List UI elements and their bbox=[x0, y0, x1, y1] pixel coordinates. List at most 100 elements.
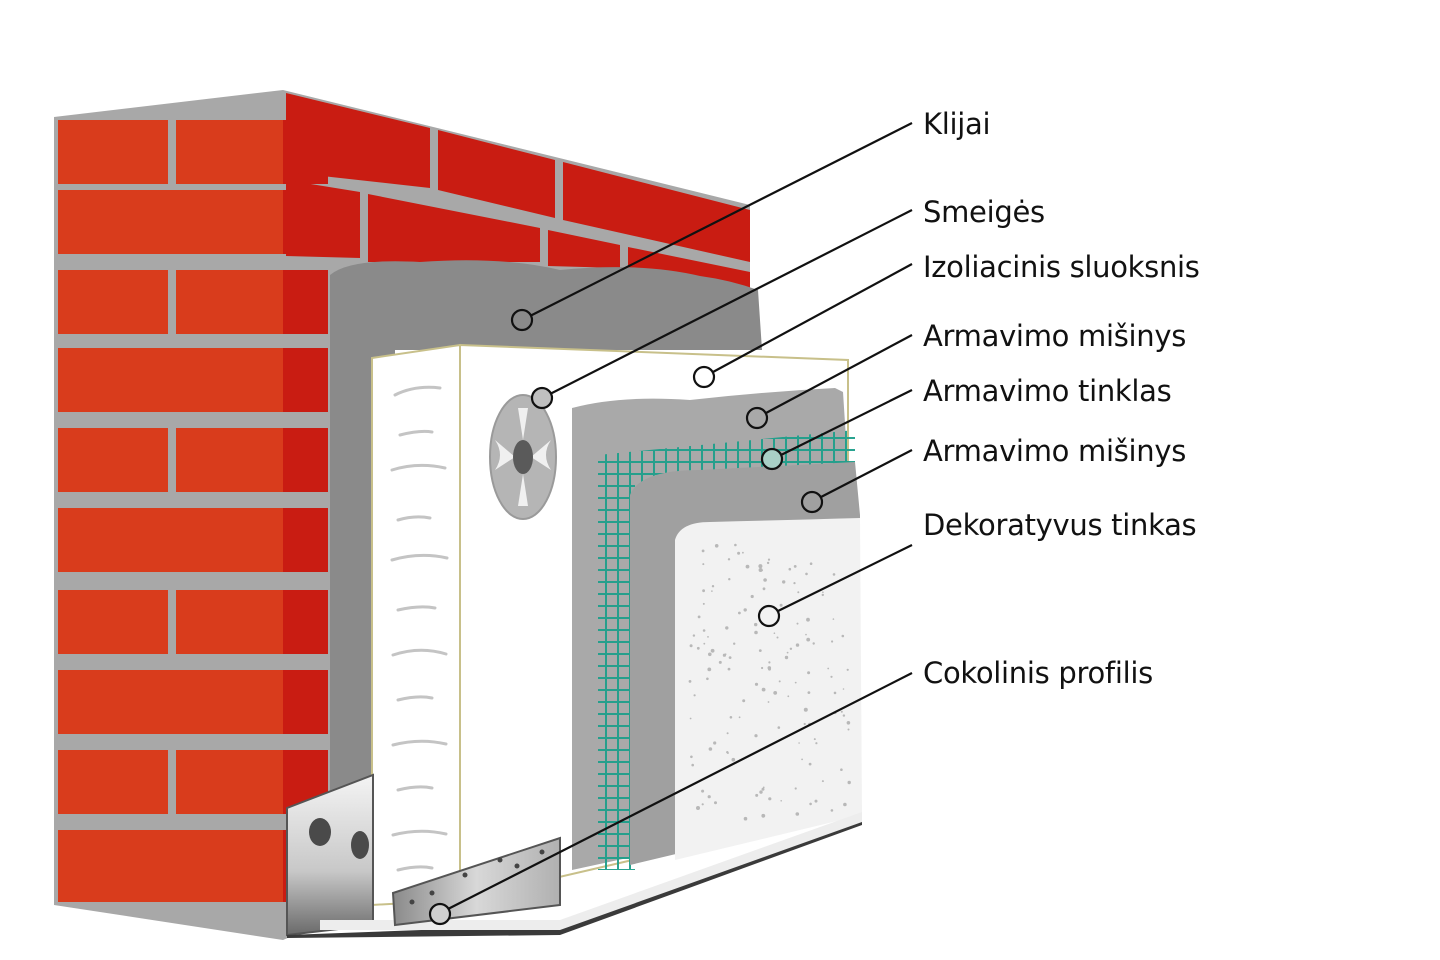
plaster-speck bbox=[831, 640, 834, 643]
plaster-speck bbox=[702, 629, 706, 632]
plaster-speck bbox=[795, 643, 800, 647]
plaster-speck bbox=[703, 642, 706, 645]
plaster-texture bbox=[688, 543, 851, 821]
plaster-speck bbox=[773, 632, 776, 634]
brick bbox=[176, 750, 283, 814]
plaster-speck bbox=[714, 544, 719, 548]
plaster-speck bbox=[742, 699, 746, 703]
brick bbox=[58, 270, 168, 334]
plaster-speck bbox=[778, 680, 781, 683]
plaster-speck bbox=[808, 762, 812, 766]
callout-smeiges bbox=[530, 386, 554, 410]
plaster-speck bbox=[776, 636, 779, 639]
plaster-speck bbox=[830, 809, 834, 812]
plaster-speck bbox=[731, 757, 736, 762]
plaster-speck bbox=[761, 813, 766, 818]
plaster-speck bbox=[758, 564, 763, 569]
brick bbox=[283, 508, 328, 572]
brick bbox=[176, 270, 283, 334]
plaster-speck bbox=[768, 661, 771, 664]
plaster-speck bbox=[691, 763, 694, 767]
plaster-speck bbox=[725, 626, 729, 630]
plaster-speck bbox=[809, 562, 813, 565]
leader-lines bbox=[428, 122, 913, 926]
plaster-speck bbox=[714, 801, 717, 805]
plaster-speck bbox=[708, 747, 713, 751]
plaster-speck bbox=[793, 565, 797, 568]
callout-armavimo-misinys-1 bbox=[745, 406, 769, 430]
insulation-texture bbox=[390, 385, 449, 872]
callout-izoliacinis bbox=[692, 365, 716, 389]
plaster-speck bbox=[794, 681, 797, 684]
leader-cokolinis bbox=[447, 672, 913, 910]
plaster-speck bbox=[843, 802, 847, 807]
brick bbox=[286, 180, 360, 258]
plaster-speck bbox=[813, 738, 816, 741]
plaster-speck bbox=[768, 797, 772, 801]
plaster-speck bbox=[777, 726, 781, 729]
brick bbox=[58, 830, 283, 902]
plaster-speck bbox=[806, 637, 811, 642]
insulation-edge bbox=[371, 343, 461, 907]
brick bbox=[58, 190, 283, 254]
plaster-speck bbox=[779, 603, 783, 607]
label-cokolinis-profilis: Cokolinis profilis bbox=[923, 656, 1153, 690]
plaster-speck bbox=[805, 572, 808, 576]
plaster-speck bbox=[724, 653, 727, 655]
plaster-speck bbox=[842, 714, 846, 717]
brick bbox=[176, 590, 283, 654]
callout-cokolinis bbox=[428, 902, 452, 926]
label-dekoratyvus-tinkas: Dekoratyvus tinkas bbox=[923, 508, 1197, 542]
plaster-speck bbox=[688, 680, 692, 683]
plaster-speck bbox=[801, 758, 803, 761]
plaster-speck bbox=[821, 780, 824, 783]
plaster-speck bbox=[832, 573, 836, 576]
plaster-speck bbox=[759, 790, 763, 794]
plaster-speck bbox=[696, 806, 700, 810]
plaster-speck bbox=[707, 667, 712, 672]
plaster-speck bbox=[798, 742, 800, 744]
plaster-speck bbox=[702, 602, 705, 605]
decorative-plaster-layer bbox=[675, 518, 862, 860]
plaster-speck bbox=[788, 567, 792, 571]
plaster-speck bbox=[702, 589, 705, 593]
plaster-speck bbox=[832, 618, 835, 620]
plaster-speck bbox=[803, 707, 808, 712]
plaster-speck bbox=[706, 677, 709, 681]
plaster-speck bbox=[795, 812, 800, 816]
plaster-speck bbox=[773, 691, 778, 695]
plaster-speck bbox=[743, 608, 747, 612]
plaster-speck bbox=[733, 642, 736, 645]
brick bbox=[58, 348, 283, 412]
brick bbox=[58, 670, 283, 734]
leader-klijai bbox=[529, 122, 913, 317]
brick bbox=[58, 508, 283, 572]
plaster-speck bbox=[794, 787, 797, 790]
plaster-speck bbox=[755, 793, 759, 797]
leader-armavimo-misinys-1 bbox=[765, 334, 913, 414]
plaster-speck bbox=[762, 587, 766, 591]
plaster-speck bbox=[734, 543, 737, 547]
brick bbox=[368, 194, 540, 262]
plaster-speck bbox=[738, 716, 741, 719]
plaster-speck bbox=[830, 675, 833, 678]
plaster-speck bbox=[726, 732, 729, 735]
plaster-speck bbox=[786, 651, 789, 654]
leader-izoliacinis bbox=[712, 263, 913, 373]
plaster-speck bbox=[797, 591, 800, 594]
plaster-speck bbox=[728, 656, 732, 659]
plaster-speck bbox=[763, 578, 767, 582]
brick-courses-side bbox=[286, 93, 750, 300]
plaster-speck bbox=[780, 800, 782, 802]
plaster-speck bbox=[846, 721, 851, 725]
brick bbox=[58, 750, 168, 814]
callout-klijai bbox=[510, 308, 534, 332]
brick bbox=[58, 590, 168, 654]
plaster-speck bbox=[728, 578, 731, 581]
plaster-speck bbox=[727, 667, 731, 671]
plaster-speck bbox=[847, 780, 851, 785]
plaster-speck bbox=[784, 655, 789, 660]
brick bbox=[548, 230, 620, 268]
brick bbox=[286, 93, 430, 188]
callout-dekoratyvus bbox=[757, 604, 781, 628]
